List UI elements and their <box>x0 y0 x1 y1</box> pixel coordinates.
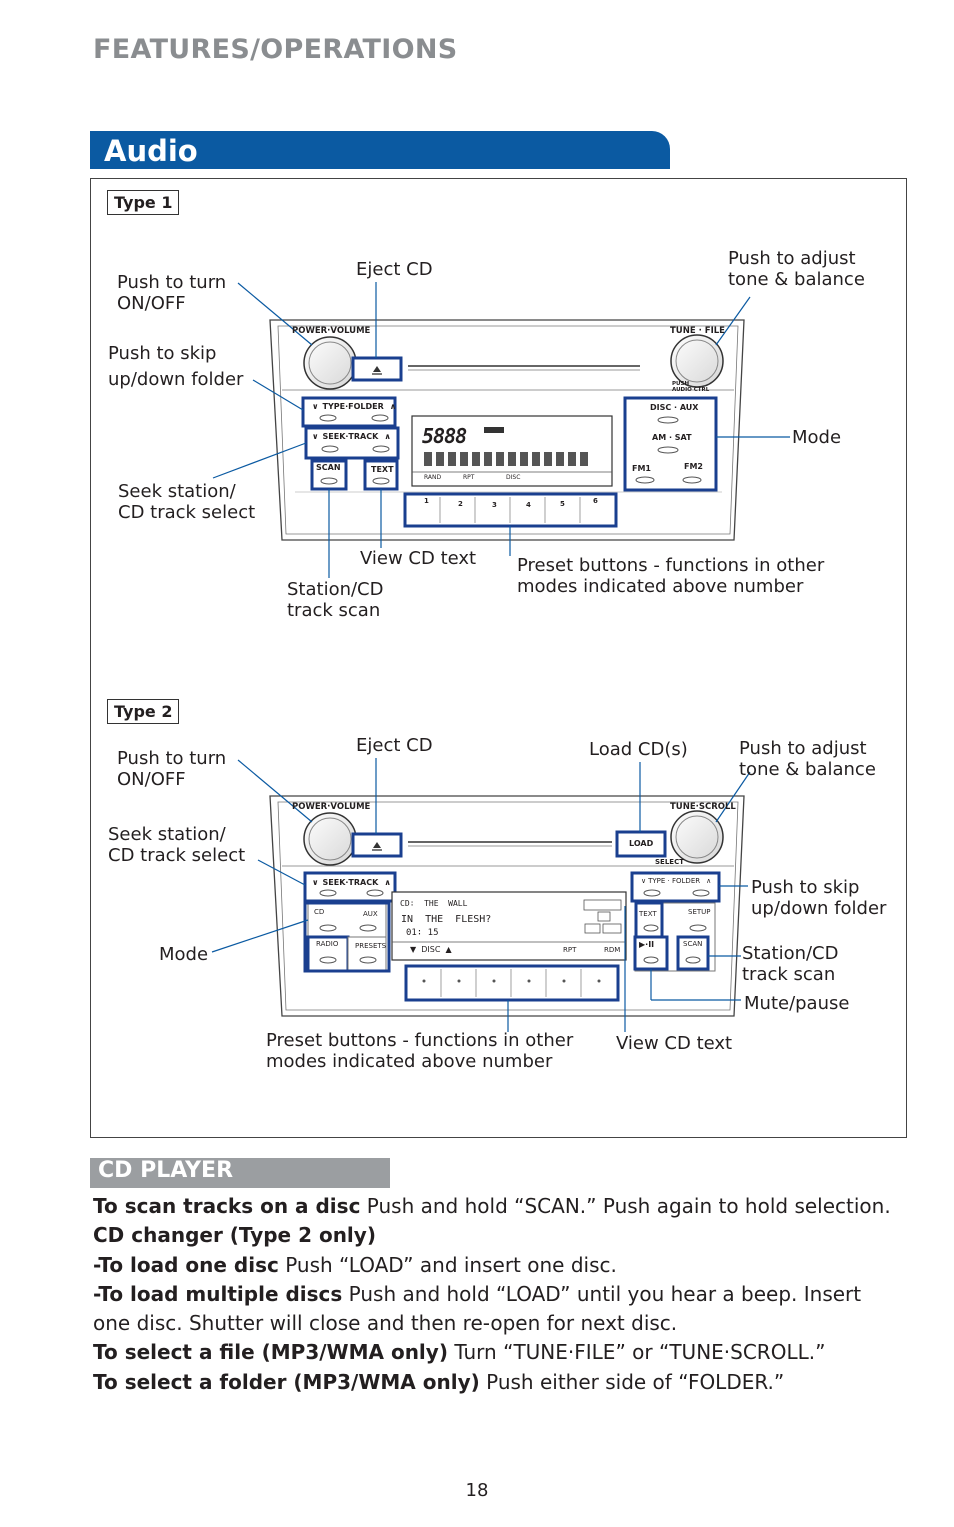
instruction-line: -To load one disc Push “LOAD” and insert… <box>93 1252 617 1277</box>
type2-load-label: LOAD <box>629 839 654 848</box>
type2-tune-scroll-label: TUNE·SCROLL <box>670 802 736 812</box>
type2-preset-buttons <box>404 964 620 1002</box>
type2-tag: Type 2 <box>107 699 180 724</box>
type2-eject-label: Eject CD <box>356 735 433 756</box>
type1-scan-callout: Station/CD track scan <box>287 579 384 621</box>
type1-text-label: TEXT <box>371 465 394 474</box>
type2-skip-folder-label: Push to skip up/down folder <box>751 877 887 919</box>
type2-play-pause-label: ▶·II <box>639 940 655 949</box>
type1-type-folder-label: ∨TYPE·FOLDER∧ <box>312 402 397 411</box>
type1-scan-label: SCAN <box>316 463 341 472</box>
type1-tag: Type 1 <box>107 190 180 215</box>
type2-text-button <box>634 901 664 939</box>
type2-mode-label: Mode <box>159 944 209 965</box>
type2-callout-lines <box>211 758 751 1032</box>
instruction-line: To select a file (MP3/WMA only) Turn “TU… <box>93 1340 826 1365</box>
type1-view-text-label: View CD text <box>360 548 477 569</box>
type1-display-rpt: RPT <box>463 474 475 481</box>
type2-cd-label: CD <box>314 908 325 916</box>
type1-eject-label: Eject CD <box>356 259 433 280</box>
type1-fm2-label: FM2 <box>684 462 703 471</box>
instruction-line: -To load multiple discs Push and hold “L… <box>93 1281 862 1336</box>
type2-preset-label: Preset buttons - functions in other mode… <box>266 1030 574 1072</box>
type1-seek-track-label: ∨SEEK·TRACK∧ <box>312 432 391 441</box>
type1-preset-6: 6 <box>593 497 598 505</box>
type2-scan-label: SCAN <box>683 940 703 948</box>
type1-power-volume-label: POWER·VOLUME <box>292 326 371 336</box>
type2-folder-button <box>630 871 721 903</box>
cd-player-title: CD PLAYER <box>98 1158 234 1183</box>
type2-display-disc: ▼ DISC ▲ <box>410 945 452 954</box>
type1-display-rand: RAND <box>424 474 442 481</box>
type1-fm1-label: FM1 <box>632 464 651 473</box>
instruction-line: CD changer (Type 2 only) <box>93 1223 376 1248</box>
type2-display-rpt: RPT <box>563 946 577 954</box>
instruction-line: To select a folder (MP3/WMA only) Push e… <box>93 1369 785 1394</box>
diagram-frame <box>90 178 907 1138</box>
type1-skip-folder-label: Push to skip up/down folder <box>108 343 244 390</box>
type2-view-text-label: View CD text <box>616 1033 733 1054</box>
page-number: 18 <box>465 1480 489 1501</box>
type2-tune-knob <box>670 810 724 864</box>
instruction-line: To scan tracks on a disc Push and hold “… <box>93 1194 891 1218</box>
type2-setup-label: SETUP <box>688 908 711 916</box>
type2-scan-button <box>676 935 710 971</box>
type2-radio-unit <box>269 795 745 1017</box>
type2-display <box>391 891 627 961</box>
type1-display <box>411 415 613 487</box>
type2-seek-track-label: ∨SEEK·TRACK∧ <box>312 878 391 887</box>
type1-preset-2: 2 <box>458 500 463 508</box>
type2-scan-callout: Station/CD track scan <box>742 943 839 985</box>
type2-tone-label: Push to adjust tone & balance <box>739 738 876 780</box>
type2-aux-label: AUX <box>363 910 378 918</box>
type1-tune-file-label: TUNE · FILE <box>670 326 725 336</box>
type1-preset-4: 4 <box>526 501 531 509</box>
type1-callout-lines <box>212 282 790 578</box>
type1-preset-1: 1 <box>424 497 429 505</box>
type1-preset-5: 5 <box>560 500 565 508</box>
type2-power-label: Push to turn ON/OFF <box>117 748 227 790</box>
type2-radio-label: RADIO <box>316 940 339 948</box>
cd-player-title-bar <box>90 1158 390 1188</box>
type2-mute-label: Mute/pause <box>744 993 850 1014</box>
type2-seek-button <box>303 871 397 903</box>
type2-display-line1: CD∶ THE WALL <box>400 899 468 908</box>
type2-display-line3: 01∶ 15 <box>406 928 439 938</box>
type1-disc-aux-label: DISC · AUX <box>650 403 699 412</box>
type1-power-label: Push to turn ON/OFF <box>117 272 227 314</box>
type1-display-digits: 5888 <box>422 424 467 448</box>
type2-seek-label: Seek station/ CD track select <box>108 824 246 866</box>
type1-push-audio-label: PUSH AUDIO CTRL <box>672 381 710 393</box>
type1-preset-label: Preset buttons - functions in other mode… <box>517 555 825 597</box>
type2-load-button <box>615 830 667 858</box>
type2-display-line2: IN THE FLESH? <box>401 914 492 925</box>
type1-preset-buttons <box>403 492 618 528</box>
type1-mode-buttons <box>623 396 718 492</box>
type2-text-label: TEXT <box>639 910 657 918</box>
type1-radio-unit <box>269 319 745 541</box>
cd-player-instructions: To scan tracks on a disc Push and hold “… <box>93 1192 893 1397</box>
page-header: FEATURES/OPERATIONS <box>93 34 458 65</box>
type2-select-label: SELECT <box>655 858 684 866</box>
type1-tune-knob <box>670 334 724 388</box>
type1-display-disc: DISC <box>506 474 521 481</box>
type2-load-callout: Load CD(s) <box>589 739 688 760</box>
section-title: Audio <box>104 134 198 168</box>
type1-seek-label: Seek station/ CD track select <box>118 481 256 523</box>
type2-display-rdm: RDM <box>604 946 621 954</box>
type1-mode-label: Mode <box>792 427 842 448</box>
type1-preset-3: 3 <box>492 501 497 509</box>
type2-power-volume-label: POWER·VOLUME <box>292 802 371 812</box>
type1-am-sat-label: AM · SAT <box>652 433 692 442</box>
type2-presets-label: PRESETS <box>355 942 387 950</box>
section-title-bar <box>90 131 670 169</box>
type2-power-knob <box>303 812 357 866</box>
type1-tone-label: Push to adjust tone & balance <box>728 248 865 290</box>
type2-type-folder-label: ∨TYPE · FOLDER∧ <box>641 877 712 885</box>
